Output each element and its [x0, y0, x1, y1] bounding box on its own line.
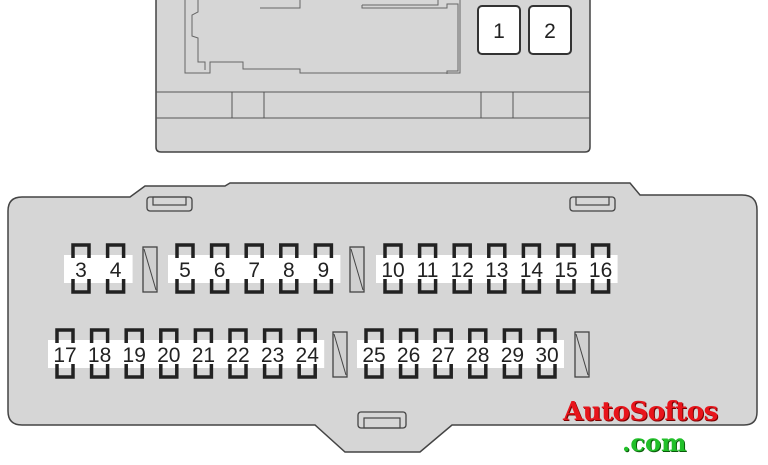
fuse-18: 18: [88, 328, 111, 379]
fuse-29: 29: [501, 328, 524, 379]
clip-top-right: [569, 196, 616, 212]
spare-slot: [332, 331, 348, 378]
fuse-4: 4: [105, 243, 126, 294]
fuse-30: 30: [535, 328, 559, 379]
fuse-label: 30: [535, 344, 558, 367]
fuse-label: 2: [544, 20, 556, 43]
fuse-8: 8: [279, 243, 299, 294]
fuse-12: 12: [451, 243, 474, 294]
fuse-21: 21: [192, 328, 215, 379]
fuse-label: 10: [381, 259, 404, 282]
fuse-14: 14: [520, 243, 544, 294]
fuse-24: 24: [296, 328, 320, 379]
fuse-label: 5: [179, 259, 191, 282]
fuse-22: 22: [226, 328, 250, 379]
fuse-label: 12: [451, 259, 474, 282]
fuse-label: 9: [318, 259, 330, 282]
fuse-7: 7: [244, 243, 264, 294]
fuse-9: 9: [313, 243, 334, 294]
fuse-10: 10: [381, 243, 405, 294]
fuse-label: 4: [110, 259, 122, 282]
fuse-3: 3: [71, 243, 91, 294]
fuse-label: 18: [88, 344, 111, 367]
fuse-label: 24: [296, 344, 320, 367]
spare-slot: [349, 246, 365, 293]
label-band: [64, 255, 133, 283]
fuse-label: 21: [192, 344, 215, 367]
fuse-label: 1: [493, 20, 505, 43]
fuse-15: 15: [554, 243, 578, 294]
fuse-label: 11: [417, 259, 439, 282]
fuse-6: 6: [209, 243, 230, 294]
fuse-16: 16: [589, 243, 612, 294]
label-band: [168, 255, 341, 283]
spare-slot: [574, 331, 590, 378]
clip-top-left: [146, 196, 193, 212]
fuse-20: 20: [157, 328, 180, 379]
fuse-19: 19: [123, 328, 146, 379]
fuse-25: 25: [362, 328, 386, 379]
fuse-1: 1: [477, 5, 521, 55]
upper-block: 1 2: [155, 0, 591, 153]
fuse-11: 11: [417, 243, 439, 294]
fuse-label: 14: [520, 259, 544, 282]
clip-bottom: [357, 411, 407, 429]
fuse-2: 2: [528, 5, 572, 55]
fuse-label: 28: [466, 344, 489, 367]
fuse-label: 25: [362, 344, 385, 367]
fuse-label: 6: [214, 259, 226, 282]
fuse-label: 8: [283, 259, 295, 282]
fuse-label: 15: [554, 259, 577, 282]
label-band: [357, 340, 564, 368]
fuse-28: 28: [466, 328, 489, 379]
fuse-label: 17: [53, 344, 76, 367]
label-band: [376, 255, 618, 283]
fuse-label: 29: [501, 344, 524, 367]
fuse-label: 16: [589, 259, 612, 282]
watermark-logo-domain: .com: [622, 428, 687, 457]
fuse-label: 19: [123, 344, 146, 367]
label-band: [48, 340, 325, 368]
fuse-13: 13: [485, 243, 508, 294]
fuse-label: 22: [226, 344, 249, 367]
fuse-5: 5: [175, 243, 195, 294]
spare-slot: [142, 246, 158, 293]
fuse-label: 23: [261, 344, 284, 367]
fuse-label: 27: [432, 344, 455, 367]
fuse-label: 20: [157, 344, 180, 367]
fuse-label: 26: [397, 344, 420, 367]
fuse-27: 27: [432, 328, 455, 379]
fuse-17: 17: [53, 328, 77, 379]
fuse-23: 23: [261, 328, 284, 379]
watermark-logo: AutoSoftos: [563, 397, 718, 427]
fuse-26: 26: [397, 328, 420, 379]
fuse-label: 3: [75, 259, 87, 282]
fuse-label: 13: [485, 259, 508, 282]
fuse-label: 7: [248, 259, 260, 282]
